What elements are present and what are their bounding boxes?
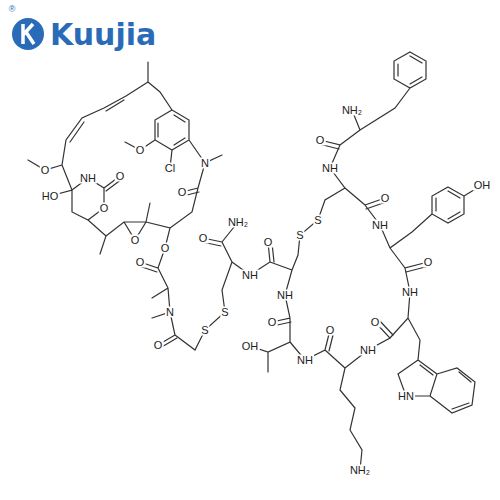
atom-label: S [200, 325, 209, 336]
atom-label: S [220, 307, 229, 318]
atom-label: O [380, 193, 391, 204]
atom-label: NH [276, 290, 294, 301]
atom-label: NH [241, 270, 259, 281]
atom-label: O [177, 187, 188, 198]
atom-label: O [135, 145, 146, 156]
atom-label: NH [371, 220, 389, 231]
double-bond-lines [70, 56, 471, 409]
atom-label: NH [79, 173, 97, 184]
watermark: Kuujia [50, 20, 156, 50]
atom-label: N [165, 307, 175, 318]
atom-label: HO [41, 191, 60, 202]
atom-label: NH [359, 345, 377, 356]
atom-label: HN [397, 391, 415, 402]
atom-label: O [115, 171, 126, 182]
atom-label: OH [473, 180, 492, 191]
atom-label: O [153, 340, 164, 351]
atom-label: O [325, 325, 336, 336]
atom-label: O [130, 235, 141, 246]
bond-lines [28, 52, 482, 470]
atom-label: OH [241, 341, 260, 352]
atom-label: O [99, 203, 110, 214]
atom-label: O [135, 257, 146, 268]
atom-label: S [295, 230, 304, 241]
atom-label: NH [296, 355, 314, 366]
atom-label: NH [321, 163, 339, 174]
atom-label: O [263, 237, 274, 248]
atom-label: O [315, 135, 326, 146]
atom-label: NH₂ [341, 105, 363, 116]
atom-label: NH₂ [349, 465, 371, 476]
logo-icon [12, 18, 44, 50]
atom-label: O [267, 317, 278, 328]
watermark-mark: ® [8, 5, 17, 14]
atom-label: S [313, 215, 322, 226]
atom-label: O [40, 165, 51, 176]
atom-label: NH [401, 287, 419, 298]
atom-label: Cl [164, 163, 176, 174]
atom-label: NH₂ [227, 217, 249, 228]
atom-label: O [160, 243, 171, 254]
atom-label: O [370, 317, 381, 328]
atom-label: O [423, 257, 434, 268]
logo-glyph [23, 24, 34, 44]
atom-label: O [198, 233, 209, 244]
atom-label: N [200, 158, 210, 169]
